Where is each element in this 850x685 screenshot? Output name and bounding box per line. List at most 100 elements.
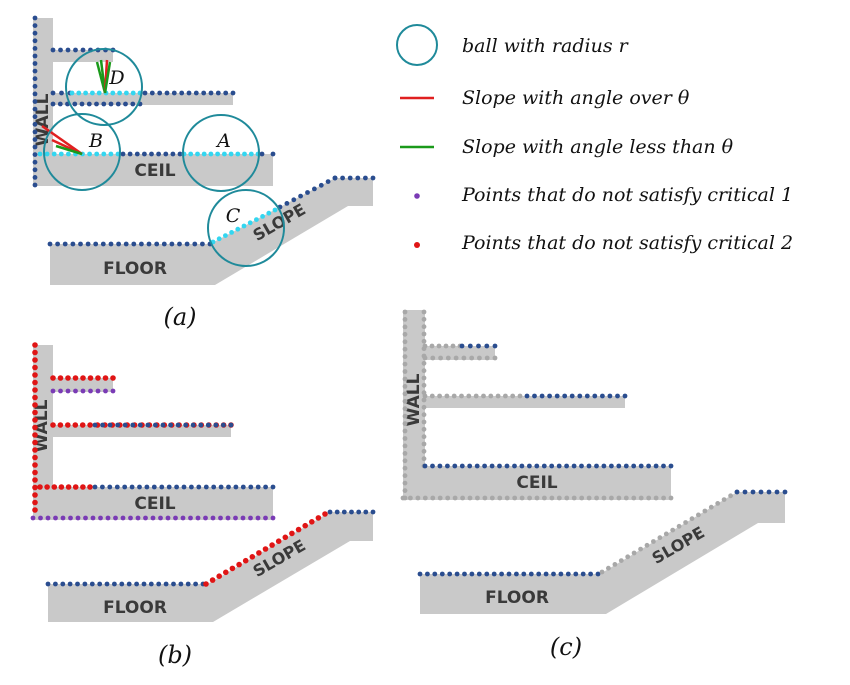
ceil-point bbox=[430, 495, 436, 501]
wall-point bbox=[32, 477, 38, 483]
ceil-point bbox=[166, 484, 172, 490]
wall-shape bbox=[403, 310, 425, 500]
ceil-point bbox=[653, 463, 659, 469]
ball-contact-point bbox=[69, 90, 75, 96]
ceil-point bbox=[646, 463, 651, 469]
wall-point bbox=[32, 447, 38, 453]
shelf-point bbox=[453, 355, 459, 361]
wall-point bbox=[32, 38, 38, 44]
floor-point bbox=[558, 571, 564, 577]
ball-c-circle bbox=[207, 189, 285, 267]
shelf-point bbox=[569, 393, 575, 399]
floor-point bbox=[521, 571, 527, 577]
ceil-point bbox=[113, 515, 118, 521]
wall-point bbox=[32, 53, 38, 59]
ball-contact-point bbox=[195, 151, 200, 157]
slope-point bbox=[663, 531, 669, 537]
slope-point bbox=[599, 569, 605, 575]
slope-point bbox=[289, 530, 295, 537]
ceil-point bbox=[519, 463, 525, 469]
panel-b: WALL CEIL FLOOR SLOPE (b) bbox=[30, 342, 376, 669]
ceil-point bbox=[534, 463, 540, 469]
ball-contact-point bbox=[223, 233, 228, 239]
floor-point bbox=[417, 571, 423, 577]
ceil-point bbox=[226, 484, 231, 490]
shelf-point bbox=[72, 422, 79, 428]
floor-point bbox=[119, 581, 125, 587]
ceil-point bbox=[233, 484, 239, 490]
ceil-point bbox=[422, 495, 428, 501]
shelf-point bbox=[467, 343, 473, 349]
shelf-point bbox=[149, 90, 155, 96]
ceil-point bbox=[98, 515, 103, 521]
ceil-point bbox=[163, 151, 169, 157]
floor-point bbox=[469, 571, 475, 577]
wall-point bbox=[32, 61, 38, 66]
ceil-point bbox=[142, 151, 147, 157]
floor-label: FLOOR bbox=[485, 588, 549, 608]
ball-d-normals bbox=[95, 59, 112, 94]
slope-point bbox=[322, 511, 328, 517]
ball-c-label: C bbox=[226, 205, 241, 227]
ball-contact-point bbox=[76, 90, 82, 96]
wall-point bbox=[32, 379, 38, 386]
ball-b-circle bbox=[43, 113, 121, 191]
wall-point bbox=[32, 342, 38, 348]
shelf-point bbox=[450, 343, 456, 349]
short-shelf-shape bbox=[53, 378, 113, 392]
ceil-point bbox=[400, 495, 406, 501]
shelf-point bbox=[101, 101, 107, 107]
slope-point bbox=[291, 197, 297, 203]
floor-point bbox=[82, 581, 88, 587]
wall-point bbox=[32, 349, 38, 356]
ceil-point bbox=[135, 515, 141, 521]
shelf-point bbox=[137, 422, 143, 428]
ball-contact-point bbox=[188, 151, 194, 157]
shelf-point bbox=[88, 388, 93, 394]
slope-point bbox=[625, 554, 631, 560]
shelf-point bbox=[600, 393, 605, 399]
wall-point bbox=[32, 402, 38, 408]
slope-point bbox=[355, 175, 361, 181]
slope-point bbox=[631, 550, 637, 556]
ceil-point bbox=[195, 515, 201, 521]
shelf-point bbox=[57, 375, 64, 381]
floor-point bbox=[100, 241, 106, 247]
ceil-point bbox=[75, 515, 81, 521]
slope-point bbox=[334, 509, 340, 515]
floor-point bbox=[45, 581, 51, 587]
ceil-point bbox=[668, 463, 674, 469]
ceil-point bbox=[174, 484, 180, 490]
shelf-point bbox=[153, 422, 158, 428]
shelf-point bbox=[95, 388, 101, 394]
floor-point bbox=[484, 571, 490, 577]
ball-contact-point bbox=[235, 226, 241, 232]
shelf-point bbox=[481, 393, 486, 399]
shelf-point bbox=[164, 90, 170, 96]
ball-contact-point bbox=[248, 151, 254, 157]
shelf-point bbox=[183, 422, 189, 428]
ceil-point bbox=[512, 495, 518, 501]
slope-point bbox=[689, 516, 695, 522]
wall-point bbox=[32, 30, 38, 36]
wall-point bbox=[32, 46, 38, 51]
slope-point bbox=[651, 539, 656, 544]
slope-point bbox=[282, 534, 289, 541]
shelf-point bbox=[171, 90, 177, 96]
wall-point bbox=[402, 428, 408, 434]
wall-point bbox=[421, 412, 427, 418]
wall-point bbox=[421, 338, 427, 344]
shelf-point bbox=[57, 422, 64, 428]
shelf-point bbox=[459, 343, 465, 349]
ceil-point bbox=[263, 515, 268, 521]
shelf-point bbox=[221, 422, 226, 428]
wall-point bbox=[402, 346, 408, 352]
ball-contact-point bbox=[96, 90, 102, 96]
slope-point bbox=[774, 489, 780, 495]
shelf-point bbox=[50, 47, 56, 53]
wall-point bbox=[402, 376, 408, 382]
slope-point bbox=[347, 175, 353, 181]
slope-point bbox=[657, 535, 663, 541]
ceil-point bbox=[44, 484, 50, 490]
slope-point bbox=[734, 489, 740, 495]
